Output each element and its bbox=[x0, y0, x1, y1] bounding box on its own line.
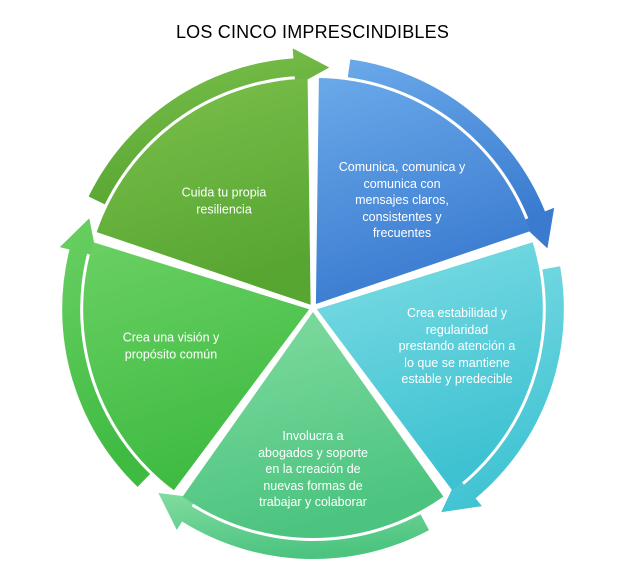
page-title: LOS CINCO IMPRESCINDIBLES bbox=[175, 22, 450, 42]
wedge-involve bbox=[182, 312, 444, 539]
arrow-involve bbox=[158, 493, 429, 560]
wedge-vision bbox=[83, 242, 310, 491]
arrow-resilience bbox=[88, 48, 330, 205]
arrow-vision bbox=[59, 218, 151, 487]
segment-label-communicate: Comunica, comunica y comunica con mensaj… bbox=[338, 159, 466, 240]
wedge-stability bbox=[316, 242, 543, 491]
segment-label-vision: Crea una visión y propósito común bbox=[122, 330, 220, 362]
arrow-communicate bbox=[347, 59, 555, 249]
wedge-resilience bbox=[96, 78, 311, 305]
wedge-communicate bbox=[315, 78, 530, 304]
segment-label-involve: Involucra a abogados y soporte en la cre… bbox=[258, 428, 368, 509]
segment-label-resilience: Cuida tu propia resiliencia bbox=[181, 185, 267, 217]
segment-label-stability: Crea estabilidad y regularidad prestando… bbox=[398, 305, 516, 386]
